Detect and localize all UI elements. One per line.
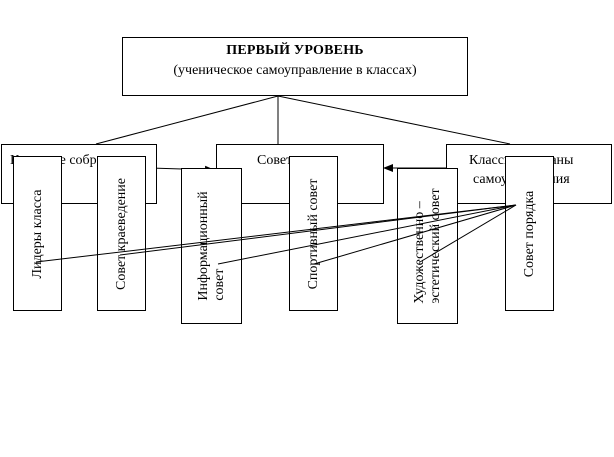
connector-top-to-meeting — [95, 95, 279, 145]
fan-line-sport — [313, 204, 517, 265]
fan-line-arts — [419, 204, 517, 263]
connector-top-to-organs — [277, 95, 511, 145]
first-level-box: ПЕРВЫЙ УРОВЕНЬ (ученическое самоуправлен… — [122, 37, 468, 96]
fan-line-local-history — [119, 204, 517, 256]
fan-line-information — [217, 204, 517, 265]
council-leaders-box: Лидеры класса — [13, 156, 62, 311]
council-information-box: Информационный совет — [181, 168, 242, 324]
fan-line-leaders — [35, 204, 517, 263]
first-level-title: ПЕРВЫЙ УРОВЕНЬ — [226, 43, 364, 58]
council-local-history-box: Совет краеведение — [97, 156, 146, 311]
council-order-box: Совет порядка — [505, 156, 554, 311]
first-level-subtitle: (ученическое самоуправление в классах) — [173, 63, 417, 78]
